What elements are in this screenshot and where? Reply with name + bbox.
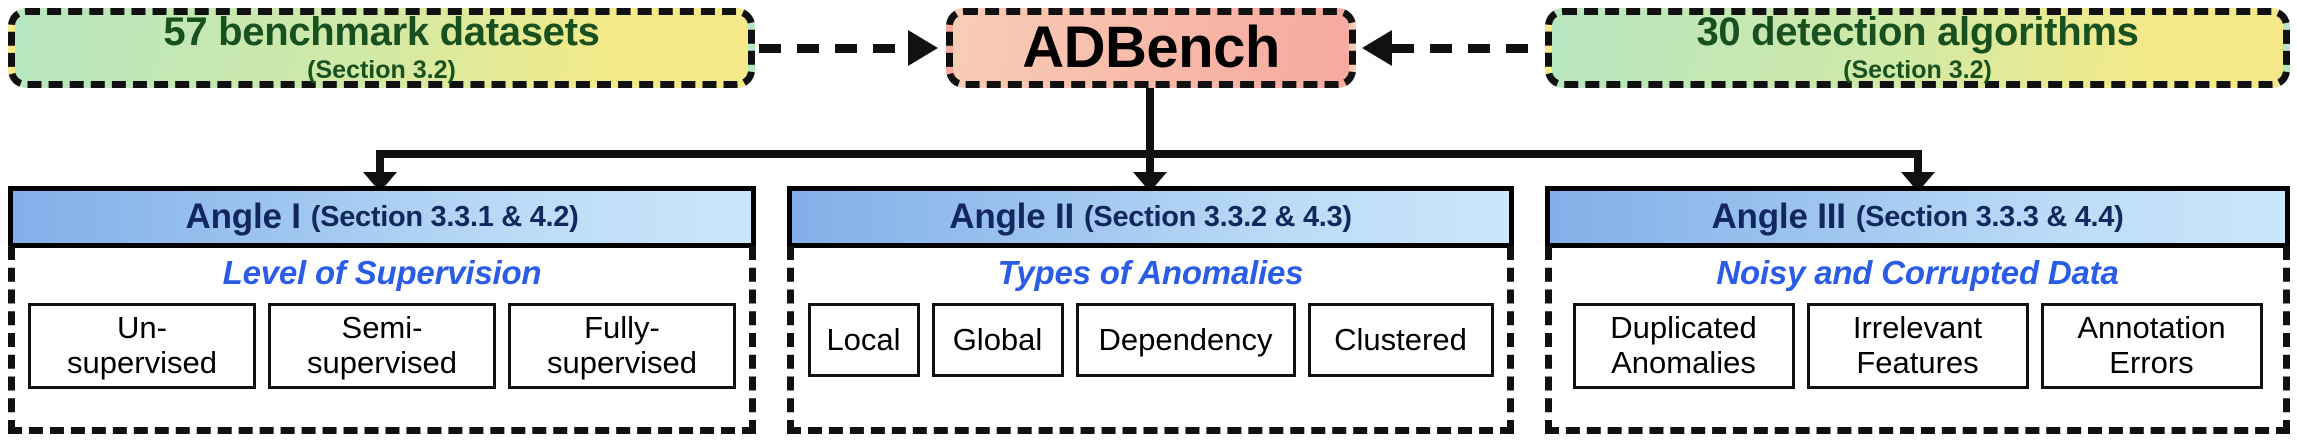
adbench-box: ADBench: [946, 8, 1356, 88]
leaf-semi-supervised: Semi-supervised: [268, 303, 496, 389]
bus-drop-line-angle-1: [376, 154, 384, 176]
leaf-global: Global: [931, 303, 1064, 377]
arrowhead-left-icon: [1362, 30, 1392, 66]
benchmark-datasets-title: 57 benchmark datasets: [163, 10, 600, 55]
benchmark-datasets-box: 57 benchmark datasets (Section 3.2): [8, 8, 755, 88]
angle-group-3: Angle III (Section 3.3.3 & 4.4) Noisy an…: [1545, 186, 2290, 434]
leaf-fully-supervised: Fully-supervised: [508, 303, 736, 389]
angle-2-header: Angle II (Section 3.3.2 & 4.3): [787, 186, 1514, 248]
angle-3-section: (Section 3.3.3 & 4.4): [1855, 200, 2124, 233]
leaf-clustered: Clustered: [1307, 303, 1494, 377]
benchmark-datasets-section: (Section 3.2): [307, 56, 456, 85]
angle-1-subtitle: Level of Supervision: [222, 254, 542, 291]
angle-2-name: Angle II: [949, 197, 1075, 236]
angle-3-subtitle: Noisy and Corrupted Data: [1716, 254, 2119, 291]
arrowhead-right-icon: [908, 30, 938, 66]
angle-1-name: Angle I: [185, 197, 301, 236]
bus-drop-line-angle-3: [1914, 154, 1922, 176]
angle-group-2: Angle II (Section 3.3.2 & 4.3) Types of …: [787, 186, 1514, 434]
dashed-arrow-datasets-to-adbench: [759, 44, 909, 53]
leaf-unsupervised: Un-supervised: [28, 303, 256, 389]
angle-1-section: (Section 3.3.1 & 4.2): [310, 200, 579, 233]
dashed-arrow-algorithms-to-adbench: [1392, 44, 1542, 53]
detection-algorithms-section: (Section 3.2): [1843, 56, 1992, 85]
angle-2-section: (Section 3.3.2 & 4.3): [1084, 200, 1352, 233]
angle-1-body: Level of Supervision Un-supervised Semi-…: [8, 246, 756, 434]
leaf-dependency: Dependency: [1075, 303, 1296, 377]
angle-group-1: Angle I (Section 3.3.1 & 4.2) Level of S…: [8, 186, 756, 434]
detection-algorithms-box: 30 detection algorithms (Section 3.2): [1545, 8, 2290, 88]
angle-2-subtitle: Types of Anomalies: [997, 254, 1304, 291]
bus-drop-line-angle-2: [1146, 154, 1154, 176]
angle-1-leaf-row: Un-supervised Semi-supervised Fully-supe…: [28, 303, 736, 389]
leaf-local: Local: [807, 303, 920, 377]
detection-algorithms-title: 30 detection algorithms: [1696, 10, 2139, 55]
angle-3-header: Angle III (Section 3.3.3 & 4.4): [1545, 186, 2290, 248]
adbench-label: ADBench: [1022, 15, 1280, 80]
angle-2-body: Types of Anomalies Local Global Dependen…: [787, 246, 1514, 434]
angle-1-header: Angle I (Section 3.3.1 & 4.2): [8, 186, 756, 248]
bus-stem-line: [1146, 88, 1154, 154]
angle-2-leaf-row: Local Global Dependency Clustered: [807, 303, 1494, 377]
angle-3-name: Angle III: [1711, 197, 1846, 236]
